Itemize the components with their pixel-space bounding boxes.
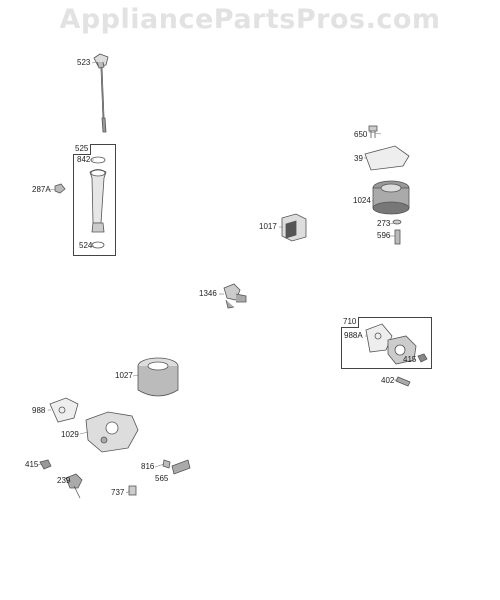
part-label-816: 816	[141, 462, 155, 471]
part-label-415-lower: 415	[25, 460, 39, 469]
part-label-596: 596	[377, 231, 391, 240]
oil-filter-1027-part	[137, 357, 179, 397]
leader-lines	[37, 61, 398, 494]
housing-710-part	[387, 335, 417, 365]
part-label-239: 239	[57, 476, 71, 485]
pump-1024-part	[372, 180, 410, 215]
fitting-1346-part	[223, 283, 247, 309]
fitting-737-part	[128, 485, 137, 496]
part-label-525: 525	[73, 144, 92, 155]
part-label-988a: 988A	[344, 331, 363, 340]
filter-1017-part	[281, 213, 307, 242]
fitting-415b-part	[39, 459, 52, 470]
fitting-816-part	[162, 459, 171, 469]
part-label-1017: 1017	[259, 222, 277, 231]
bolt-402-part	[395, 376, 411, 387]
part-label-39: 39	[354, 154, 363, 163]
part-label-415-upper: 415	[403, 355, 417, 364]
part-label-565: 565	[155, 474, 169, 483]
part-label-523: 523	[77, 58, 91, 67]
fitting-415a-part	[417, 353, 428, 363]
dipstick-part	[93, 53, 109, 133]
part-label-988: 988	[32, 406, 46, 415]
watermark: AppliancePartsPros.com	[59, 4, 441, 35]
part-label-1027: 1027	[115, 371, 133, 380]
part-label-1029: 1029	[61, 430, 79, 439]
part-label-737: 737	[111, 488, 125, 497]
part-label-1346: 1346	[199, 289, 217, 298]
part-label-710: 710	[341, 317, 360, 328]
screw-596-part	[394, 229, 401, 245]
part-label-273: 273	[377, 219, 391, 228]
part-label-524: 524	[79, 241, 93, 250]
part-label-1024: 1024	[353, 196, 371, 205]
fitting-287a-part	[54, 183, 66, 194]
plate-988-part	[49, 397, 79, 423]
switch-239-part	[65, 473, 83, 499]
tube-assembly-box	[73, 144, 116, 256]
adapter-1029-part	[85, 411, 139, 453]
part-label-402: 402	[381, 376, 395, 385]
gasket-39-part	[364, 145, 410, 171]
part-label-842: 842	[77, 155, 91, 164]
part-label-287a: 287A	[32, 185, 51, 194]
washer-273-part	[392, 219, 402, 225]
part-label-650: 650	[354, 130, 368, 139]
pump-assembly-box	[341, 317, 432, 369]
fitting-565-part	[171, 459, 191, 475]
